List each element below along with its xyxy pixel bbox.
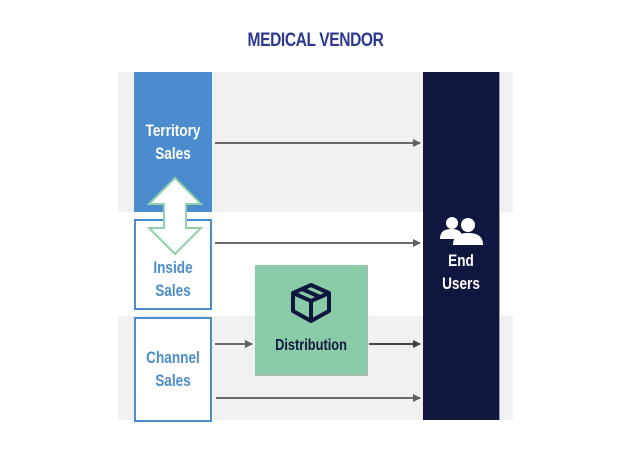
territory-sales-label-line1: Territory	[145, 121, 201, 140]
diagram-title: MEDICAL VENDOR	[247, 30, 384, 51]
territory-sales-label-line2: Sales	[155, 144, 191, 163]
channel-sales-label-line2: Sales	[155, 371, 191, 390]
end-users-box: End Users	[423, 72, 500, 420]
inside-sales-label-line2: Sales	[155, 281, 191, 300]
users-icon	[440, 217, 483, 245]
channel-sales-label-line1: Channel	[146, 348, 200, 367]
box-icon	[291, 283, 331, 323]
distribution-label: Distribution	[275, 337, 347, 354]
double-arrow-icon	[146, 176, 204, 256]
distribution-box: Distribution	[255, 265, 368, 376]
end-users-label-line1: End	[448, 251, 474, 270]
inside-sales-label-line1: Inside	[153, 258, 193, 277]
end-users-label-line2: Users	[442, 274, 480, 293]
channel-sales-box: Channel Sales	[134, 317, 212, 422]
